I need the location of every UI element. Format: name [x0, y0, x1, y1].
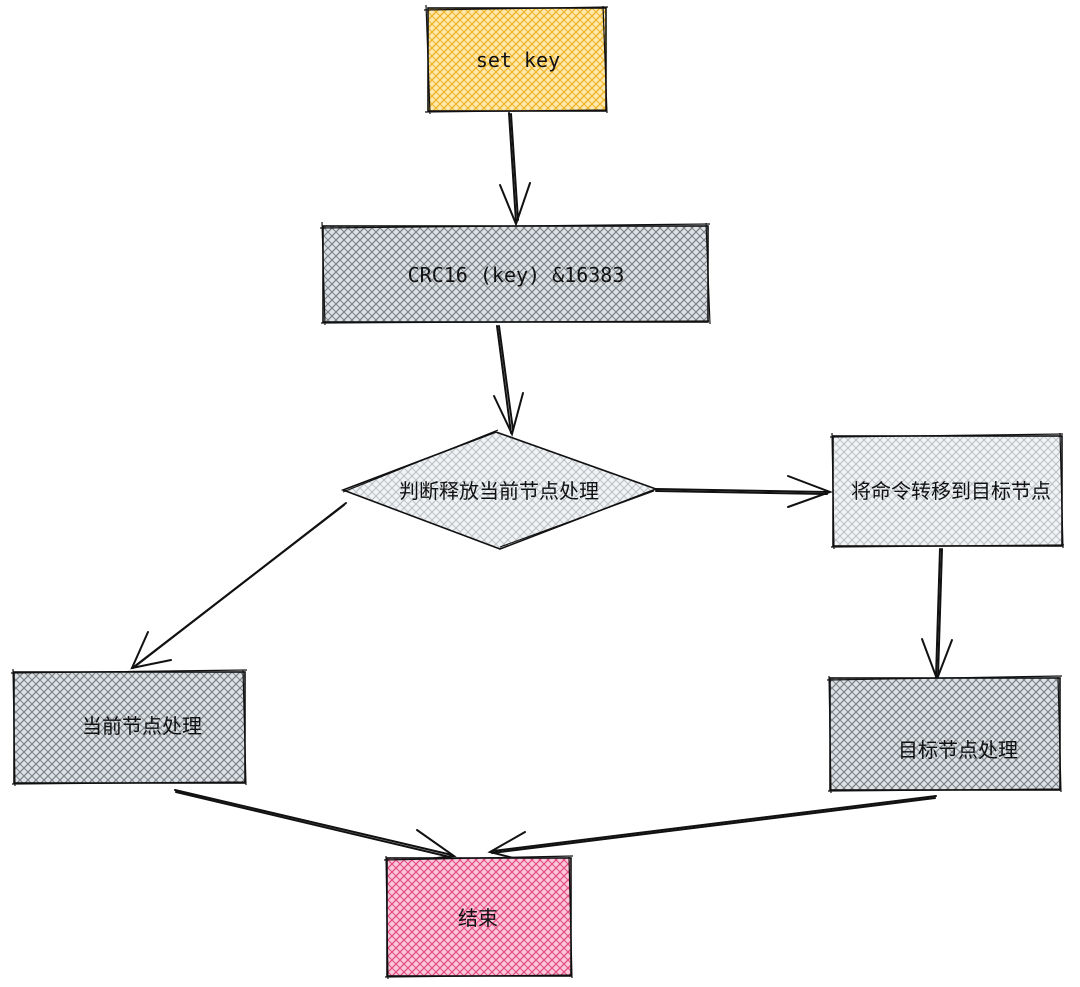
hash-label: CRC16 (key) &16383	[408, 263, 625, 287]
edge-start-to-hash	[499, 112, 531, 227]
end-label: 结束	[458, 906, 498, 930]
local-label: 当前节点处理	[82, 714, 202, 738]
decision-label: 判断释放当前节点处理	[399, 479, 599, 503]
edge-local-to-end	[174, 789, 457, 862]
target-node: 目标节点处理	[826, 675, 1063, 794]
edge-hash-to-decision	[493, 325, 524, 437]
decision-node: 判断释放当前节点处理	[340, 429, 659, 550]
edge-forward-to-target	[921, 548, 953, 682]
forward-node: 将命令转移到目标节点	[829, 432, 1065, 550]
edge-target-to-end	[487, 795, 937, 863]
edge-decision-to-local	[130, 502, 347, 670]
end-node: 结束	[383, 855, 574, 980]
start-label: set key	[476, 48, 560, 72]
edge-decision-to-forward	[655, 475, 833, 508]
start-node: set key	[423, 4, 609, 115]
forward-label: 将命令转移到目标节点	[851, 479, 1051, 503]
target-label: 目标节点处理	[898, 738, 1018, 762]
local-node: 当前节点处理	[10, 668, 248, 787]
hash-node: CRC16 (key) &16383	[319, 221, 711, 326]
